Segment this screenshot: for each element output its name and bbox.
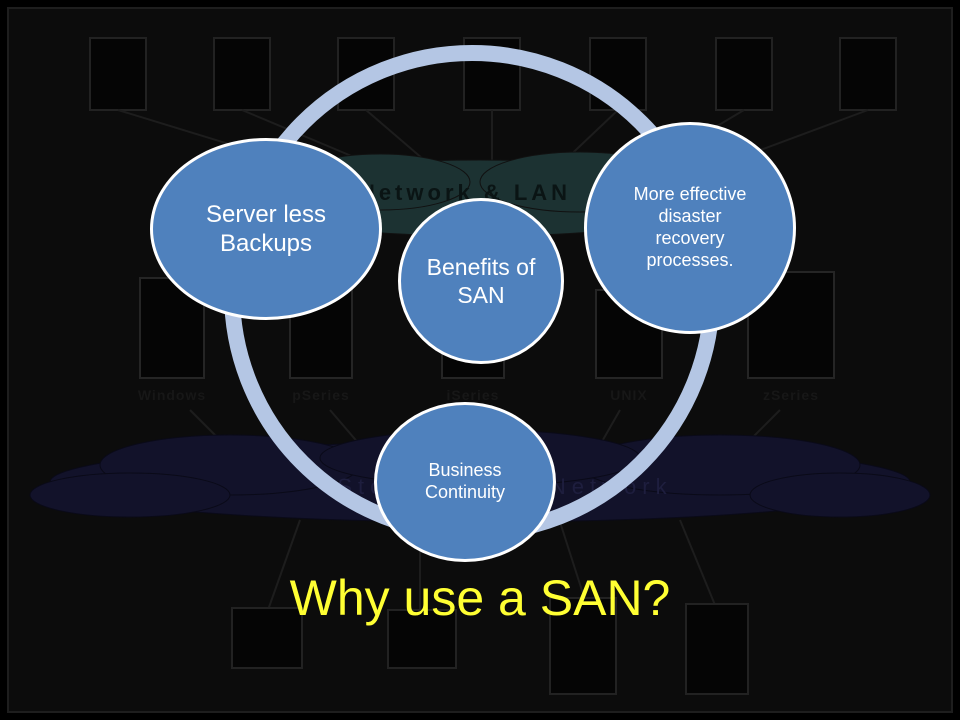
center-node-benefits-of-san: Benefits of SAN (398, 198, 564, 364)
center-node-label: Benefits of SAN (426, 253, 536, 308)
server-labels: Windows pSeries iSeries UNIX zSeries (138, 387, 819, 403)
storage-device (549, 597, 617, 695)
server-label: Windows (138, 387, 206, 403)
client-machine (839, 37, 897, 111)
node-label: Server less Backups (205, 200, 327, 257)
node-business-continuity: Business Continuity (374, 402, 556, 562)
node-label: More effective disaster recovery process… (633, 184, 747, 270)
server-label: UNIX (610, 387, 647, 403)
storage-devices (231, 597, 749, 695)
node-label: Business Continuity (424, 460, 506, 502)
node-server-less-backups: Server less Backups (150, 138, 382, 320)
storage-device (231, 607, 303, 669)
slide-title: Why use a SAN? (289, 570, 671, 626)
server-label: pSeries (292, 387, 350, 403)
storage-device (387, 609, 457, 669)
client-machine (213, 37, 271, 111)
client-machine (715, 37, 773, 111)
server-label: zSeries (763, 387, 819, 403)
server-label: iSeries (447, 387, 500, 403)
storage-device (685, 603, 749, 695)
client-machine (89, 37, 147, 111)
node-disaster-recovery: More effective disaster recovery process… (584, 122, 796, 334)
